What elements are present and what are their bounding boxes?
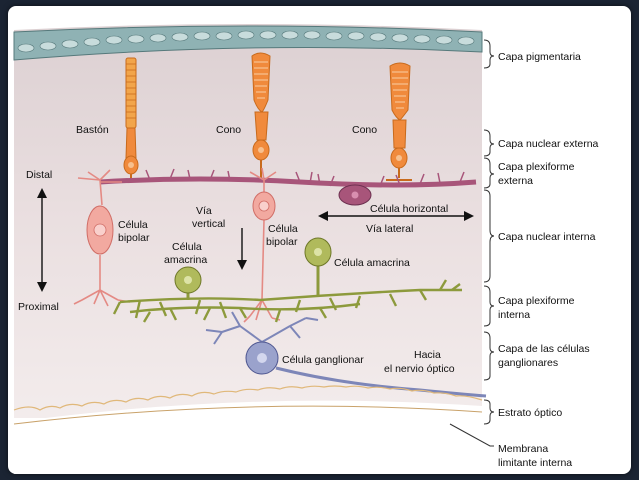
rod-cell [123, 57, 139, 181]
bipolar-cell-1 [73, 169, 131, 307]
label-amacrine-1-line2: amacrina [164, 254, 207, 266]
cone-cell-2 [386, 62, 412, 181]
layer-membrane-line2: limitante interna [498, 457, 572, 469]
layer-ganglion-line2: ganglionares [498, 357, 558, 369]
label-cone-1: Cono [216, 124, 241, 136]
layer-brackets [449, 39, 495, 447]
label-bipolar-1-line1: Célula [118, 219, 148, 231]
label-bipolar-2-line1: Célula [268, 223, 298, 235]
lateral-pathway-arrow [318, 211, 474, 221]
layer-ganglion-line1: Capa de las células [498, 343, 590, 355]
label-proximal: Proximal [18, 301, 59, 313]
horizontal-cell [99, 168, 477, 206]
label-ganglion: Célula ganglionar [282, 354, 364, 366]
label-optic-nerve-line2: el nervio óptico [384, 363, 455, 375]
label-rod: Bastón [76, 124, 109, 136]
layer-membrane-line1: Membrana [498, 443, 548, 455]
amacrine-cell-1 [174, 266, 202, 300]
label-distal: Distal [26, 169, 52, 181]
cone-cell-1 [250, 52, 272, 181]
layer-optic-stratum: Estrato óptico [498, 407, 562, 419]
label-bipolar-1-line2: bipolar [118, 232, 150, 244]
ganglion-cell [205, 311, 487, 398]
label-cone-2: Cono [352, 124, 377, 136]
distal-proximal-arrow [37, 188, 47, 292]
optic-stratum-line [13, 385, 483, 411]
layer-inner-nuclear: Capa nuclear interna [498, 231, 596, 243]
pigment-cells [17, 30, 475, 53]
inner-limiting-membrane [13, 405, 483, 425]
layer-outer-nuclear: Capa nuclear externa [498, 138, 599, 150]
retina-diagram: Bastón Cono Cono Distal Proximal Célula … [13, 24, 599, 474]
layer-inner-plexiform-line1: Capa plexiforme [498, 295, 575, 307]
label-amacrine-2: Célula amacrina [334, 257, 410, 269]
layer-outer-plexiform-line1: Capa plexiforme [498, 161, 575, 173]
label-horizontal-cell: Célula horizontal [370, 203, 448, 215]
blank-box [176, 428, 342, 474]
label-vertical-pathway-line2: vertical [192, 218, 225, 230]
slide-frame: Bastón Cono Cono Distal Proximal Célula … [8, 6, 631, 474]
amacrine-cell-2 [304, 237, 332, 296]
label-optic-nerve-line1: Hacia [414, 349, 441, 361]
vertical-pathway-arrow [237, 228, 247, 270]
pigment-layer [13, 25, 483, 61]
layer-pigment: Capa pigmentaria [498, 51, 581, 63]
layer-inner-plexiform-line2: interna [498, 309, 530, 321]
label-bipolar-2-line2: bipolar [266, 236, 298, 248]
label-lateral-pathway: Vía lateral [366, 223, 413, 235]
label-vertical-pathway-line1: Vía [196, 205, 212, 217]
layer-outer-plexiform-line2: externa [498, 175, 533, 187]
label-amacrine-1-line1: Célula [172, 241, 202, 253]
amacrine-processes [112, 279, 462, 323]
